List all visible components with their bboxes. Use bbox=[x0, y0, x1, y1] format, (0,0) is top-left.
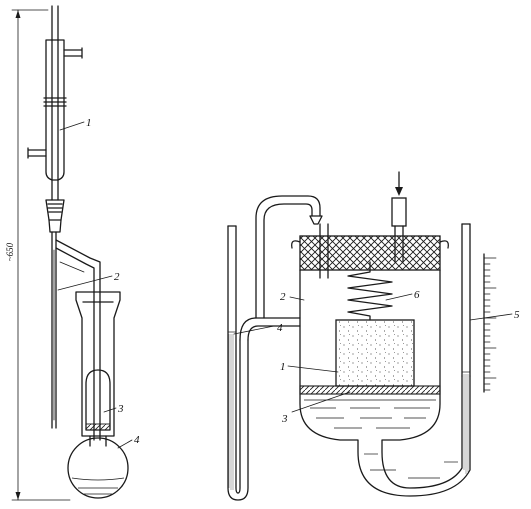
liquid bbox=[304, 399, 458, 479]
right-callout-3: 3 bbox=[281, 391, 351, 425]
left-callout-2: 2 bbox=[57, 271, 120, 291]
height-dimension: ~650 bbox=[5, 9, 71, 501]
right-callout-4-label: 4 bbox=[277, 322, 283, 334]
left-callout-3-label: 3 bbox=[117, 403, 124, 415]
dimension-label: ~650 bbox=[5, 242, 15, 261]
right-callout-1: 1 bbox=[280, 361, 339, 373]
right-callout-1-label: 1 bbox=[280, 361, 286, 373]
scale-ticks bbox=[483, 257, 497, 391]
right-callout-6-label: 6 bbox=[414, 289, 420, 301]
reflux-condenser bbox=[27, 39, 83, 201]
right-callout-5-label: 5 bbox=[514, 309, 520, 321]
right-apparatus: 1 2 3 4 5 6 bbox=[227, 171, 520, 501]
left-callout-3: 3 bbox=[103, 403, 124, 415]
left-apparatus: ~650 bbox=[5, 5, 140, 501]
left-callout-4: 4 bbox=[117, 434, 140, 449]
left-callout-4-label: 4 bbox=[134, 434, 140, 446]
manometer-left bbox=[227, 225, 301, 501]
right-callout-3-label: 3 bbox=[281, 413, 288, 425]
left-callout-1-label: 1 bbox=[86, 117, 92, 129]
measuring-vessel bbox=[299, 261, 471, 497]
manometer-right bbox=[461, 223, 497, 474]
right-callout-2-label: 2 bbox=[280, 291, 286, 303]
round-bottom-flask bbox=[67, 435, 129, 499]
extractor-chamber bbox=[75, 291, 121, 437]
right-callout-5: 5 bbox=[469, 309, 520, 321]
right-callout-4: 4 bbox=[233, 322, 283, 335]
left-callout-1: 1 bbox=[59, 117, 92, 131]
right-callout-6: 6 bbox=[385, 289, 420, 301]
right-callout-2: 2 bbox=[280, 291, 305, 303]
ground-glass-joint bbox=[45, 199, 65, 233]
left-callout-2-label: 2 bbox=[114, 271, 120, 283]
